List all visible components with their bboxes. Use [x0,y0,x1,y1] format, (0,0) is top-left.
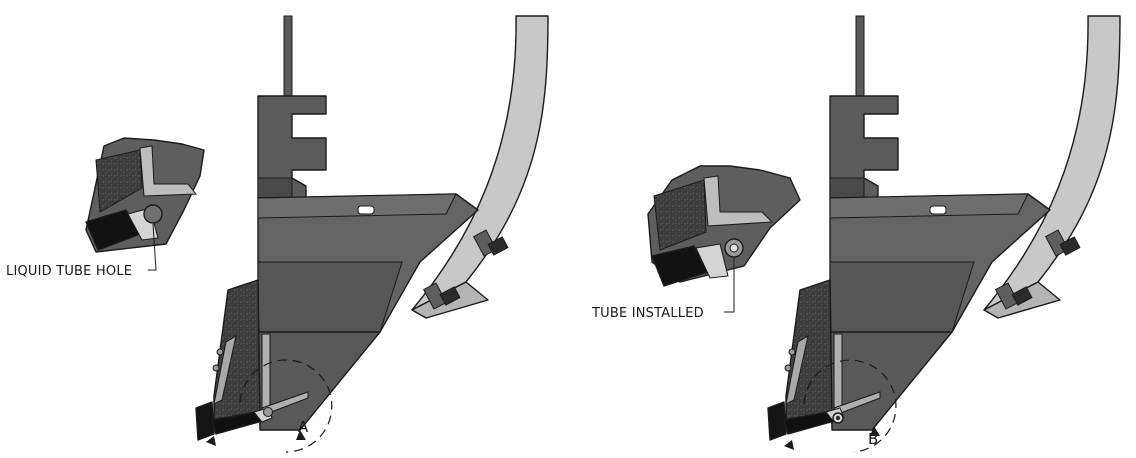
detail-arrow-lower [206,436,216,446]
right-view [767,15,1121,453]
opener-assembly-right [767,15,1121,441]
left-view: A LIQUID TUBE HOLE [6,15,549,453]
detail-letter-b: B [868,430,878,448]
opener-assembly-left [195,15,549,441]
callout-liquid-tube-hole: LIQUID TUBE HOLE [6,264,132,279]
detail-circle-b [803,359,897,453]
detail-circle-a [239,359,333,453]
liquid-tube-hole-detail [143,204,163,224]
detail-arrow-upper-b [870,426,880,436]
callout-tube-installed: TUBE INSTALLED [591,306,704,321]
liquid-tube-hole-marker [263,407,273,417]
detail-letter-a: A [298,418,309,436]
detail-inset-left [85,137,205,271]
detail-arrow-upper [296,430,306,440]
detail-arrow-lower-b [784,440,794,450]
detail-inset-right [647,165,801,313]
